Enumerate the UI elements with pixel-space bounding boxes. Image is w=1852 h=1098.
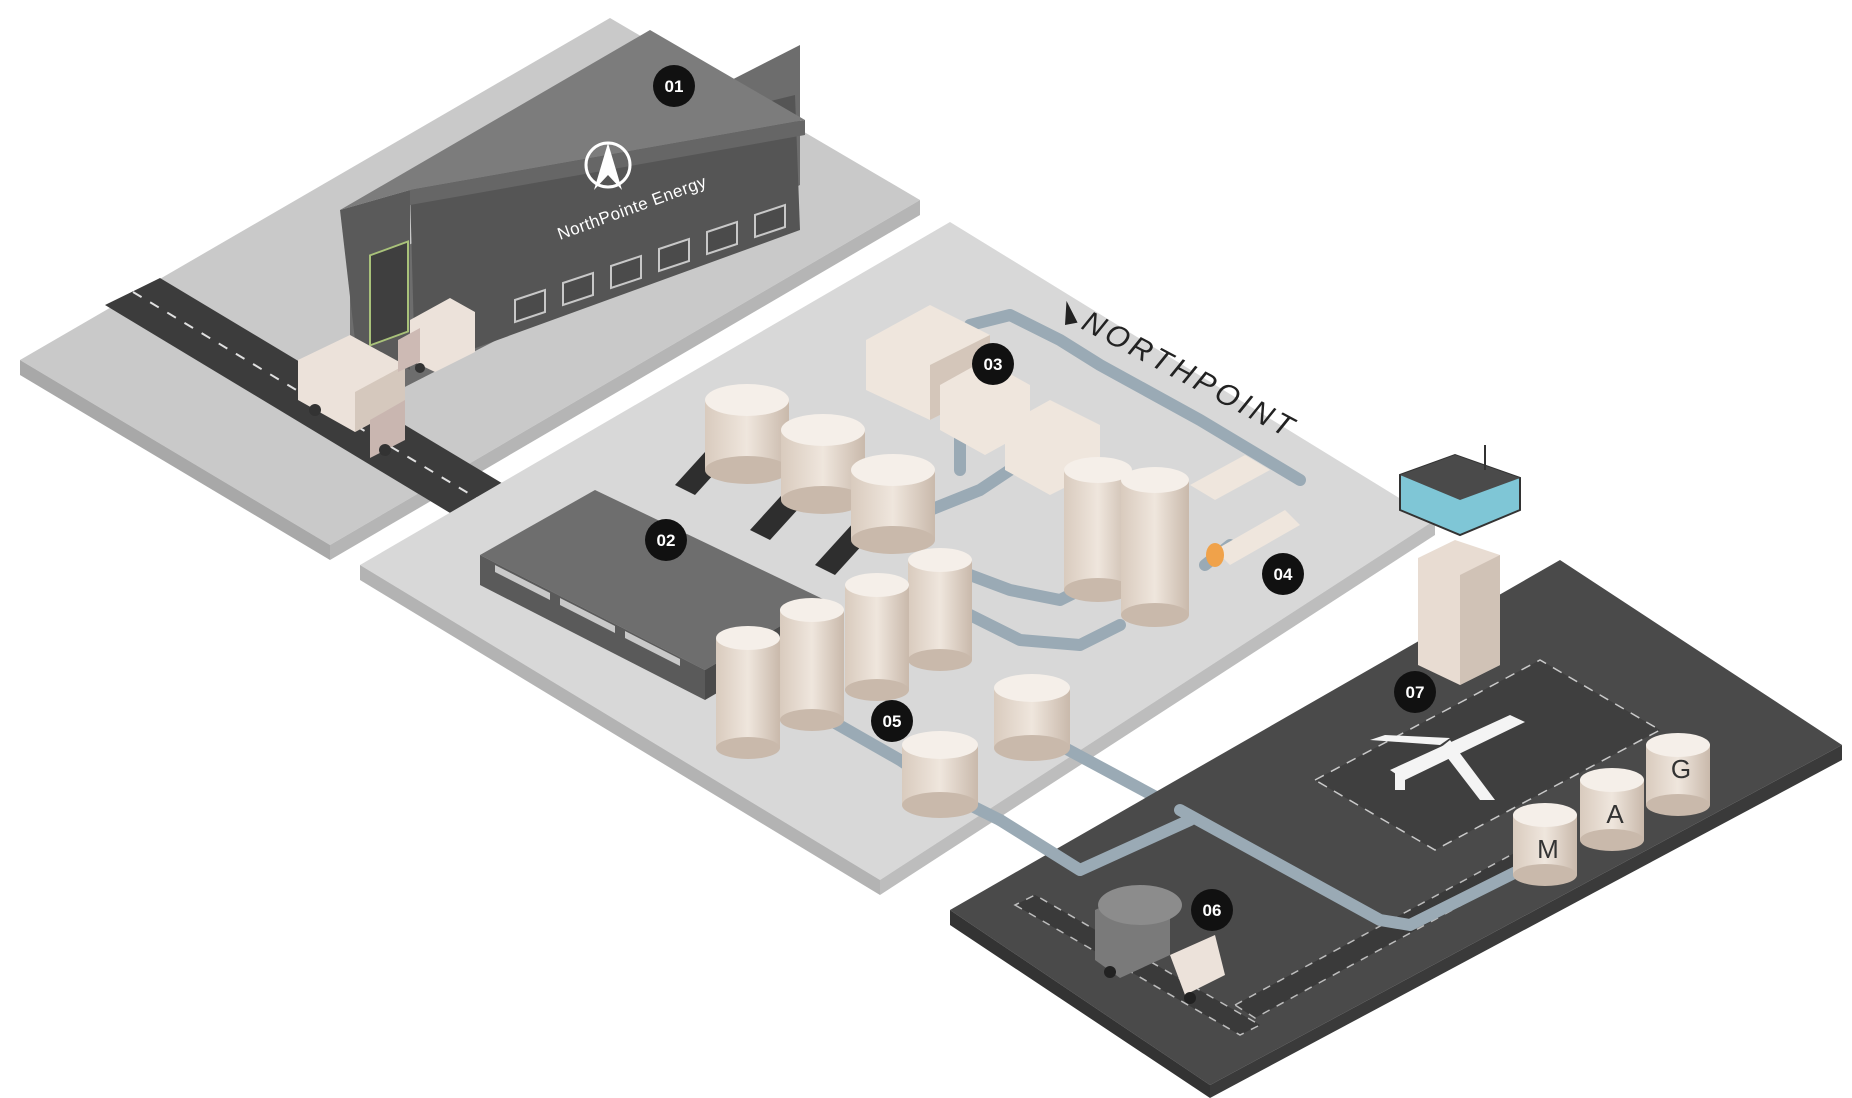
badge-05[interactable]: 05 (871, 700, 913, 742)
plot-airport: M A G (950, 445, 1842, 1098)
runway (1313, 659, 1662, 851)
tank-label-a: A (1606, 799, 1624, 829)
airport-tanks: M A G (1513, 733, 1710, 886)
badge-07[interactable]: 07 (1394, 671, 1436, 713)
badge-04[interactable]: 04 (1262, 553, 1304, 595)
badge-07-label: 07 (1406, 683, 1425, 702)
tank-label-m: M (1537, 834, 1559, 864)
badge-01-label: 01 (665, 77, 684, 96)
badge-04-label: 04 (1274, 565, 1293, 584)
badge-02-label: 02 (657, 531, 676, 550)
northpointe-logo-icon (584, 141, 632, 190)
plot-warehouse: NorthPointe Energy (20, 18, 920, 560)
badge-03[interactable]: 03 (972, 343, 1014, 385)
delivery-truck (298, 335, 405, 458)
airplane (1370, 715, 1525, 800)
tanker-truck (1095, 885, 1225, 1004)
badge-05-label: 05 (883, 712, 902, 731)
badge-02[interactable]: 02 (645, 519, 687, 561)
control-tower (1399, 445, 1521, 685)
badge-03-label: 03 (984, 355, 1003, 374)
horizontal-tanks (1190, 455, 1300, 567)
badge-06[interactable]: 06 (1191, 889, 1233, 931)
plot-refinery: NORTHPOINT (360, 222, 1435, 895)
badge-06-label: 06 (1203, 901, 1222, 920)
box-truck (398, 298, 475, 373)
badge-01[interactable]: 01 (653, 65, 695, 107)
tank-label-g: G (1671, 754, 1691, 784)
refinery-tanks (705, 384, 1189, 818)
northpoint-arrow-icon (1065, 300, 1078, 325)
